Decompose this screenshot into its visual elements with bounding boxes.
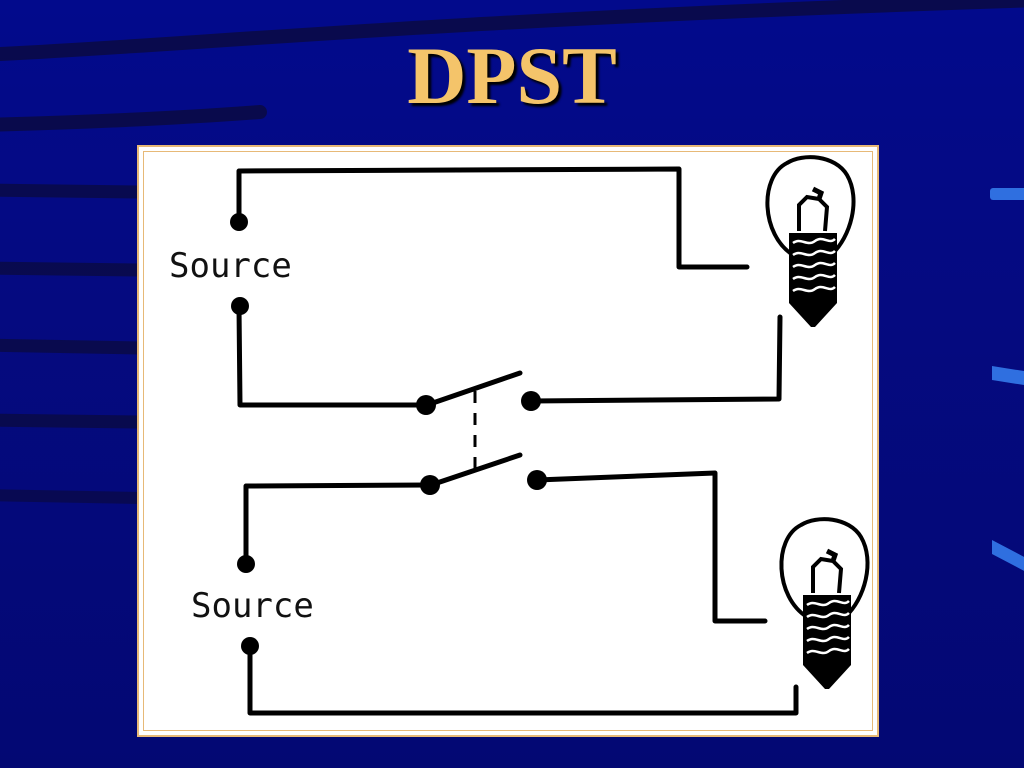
source-top-terminal-lower <box>231 297 249 315</box>
wire-bottom-upper <box>243 482 432 566</box>
lamp-icon <box>779 517 870 689</box>
wire-bottom-return <box>247 644 799 716</box>
source-bottom-terminal-lower <box>241 637 259 655</box>
slide-title: DPST <box>407 30 617 121</box>
diagram-frame: Source Source <box>137 145 879 737</box>
wire-top-lower <box>236 304 428 408</box>
wire-bottom-right <box>534 470 768 624</box>
switch-contact-lower <box>527 470 547 490</box>
switch-pivot-lower <box>420 475 440 495</box>
source-top-terminal-upper <box>230 213 248 231</box>
wire-top-return <box>528 314 783 404</box>
switch-blade-lower <box>428 452 523 488</box>
lamp-icon <box>765 155 856 327</box>
switch-pivot-upper <box>416 395 436 415</box>
source-bottom-terminal-upper <box>237 555 255 573</box>
switch-contact-upper <box>521 391 541 411</box>
wire-top-upper <box>236 166 750 270</box>
source-label-bottom: Source <box>191 586 314 626</box>
source-label-top: Source <box>169 246 292 286</box>
dpst-circuit-diagram: Source Source <box>169 155 870 716</box>
switch-blade-upper <box>424 370 523 408</box>
